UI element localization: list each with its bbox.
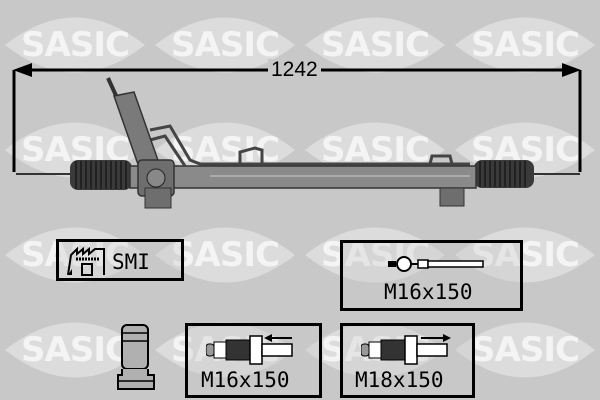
fitting-icon	[206, 334, 293, 365]
tie-rod-thread-box: M16x150	[340, 240, 523, 311]
overall-length-label: 1242	[268, 59, 321, 81]
right-fitting-box: M18x150	[340, 323, 475, 398]
watermark-logo: SASIC	[0, 5, 150, 85]
fitting-icon	[361, 334, 451, 365]
watermark-logo: SASIC	[0, 310, 150, 390]
watermark-logo: SASIC	[450, 5, 600, 85]
tie-rod-icon	[388, 256, 484, 272]
watermark-text: SASIC	[471, 330, 580, 370]
pinion-coupling-icon	[117, 324, 155, 390]
manufacturer-label: SMI	[112, 250, 150, 274]
watermark-logo: SASIC	[150, 5, 300, 85]
watermark-text: SASIC	[321, 25, 430, 65]
watermark-text: SASIC	[21, 25, 130, 65]
watermark-text: SASIC	[171, 235, 280, 275]
watermark-logo: SASIC	[300, 5, 450, 85]
watermark-text: SASIC	[471, 25, 580, 65]
right-fitting-thread-label: M18x150	[355, 368, 444, 392]
watermark-logo: SASIC	[450, 310, 600, 390]
watermark-logo: SASIC	[150, 215, 300, 295]
left-fitting-box: M16x150	[185, 323, 322, 398]
left-fitting-thread-label: M16x150	[201, 368, 290, 392]
tie-rod-thread-label: M16x150	[384, 280, 473, 304]
manufacturer-box: SMI	[56, 239, 184, 281]
watermark-text: SASIC	[171, 25, 280, 65]
factory-icon	[67, 246, 105, 276]
watermark-text: SASIC	[21, 330, 130, 370]
